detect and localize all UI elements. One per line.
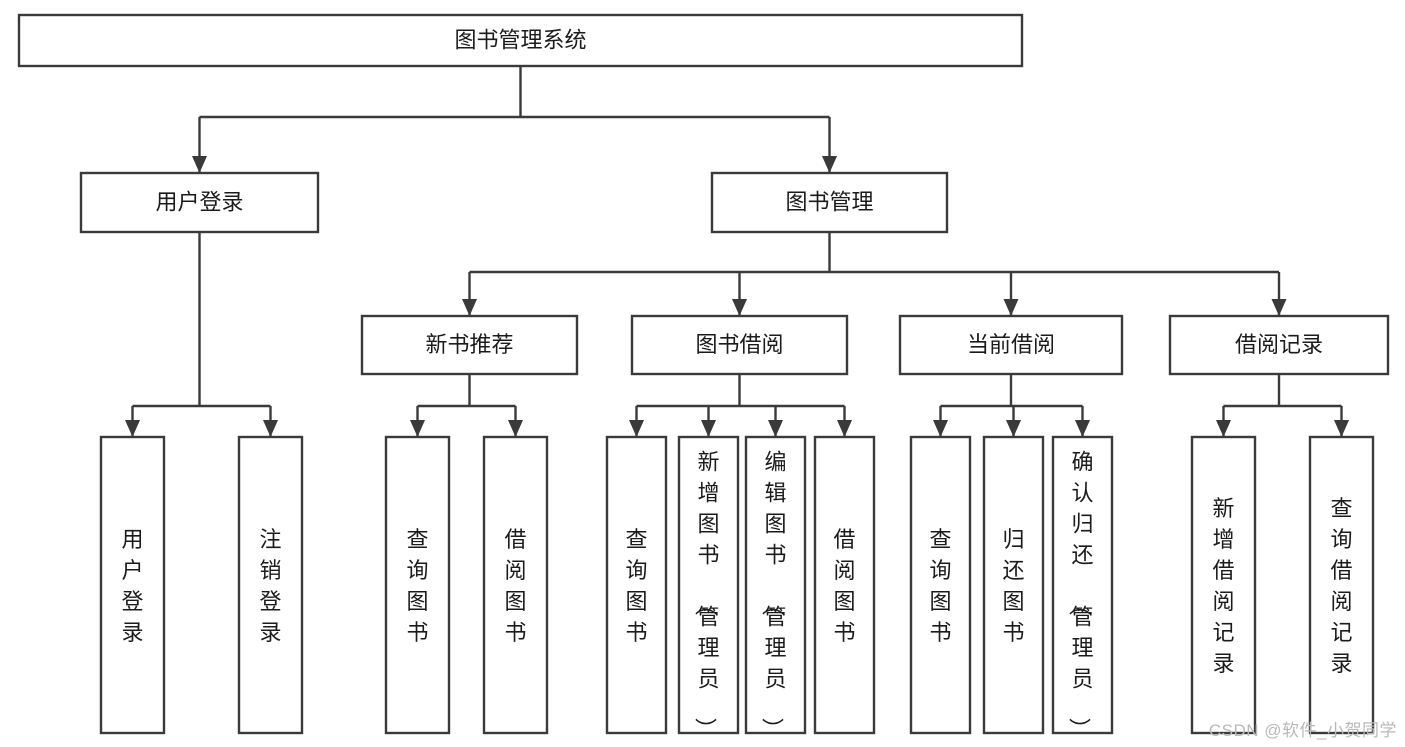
arrow-head — [263, 420, 278, 437]
arrow-head — [822, 156, 837, 173]
node-box[interactable] — [1308, 435, 1375, 735]
node-leaf-12[interactable]: 查询借阅记录 — [1308, 435, 1375, 735]
node-label: 图书管理系统 — [454, 27, 586, 52]
node-box[interactable] — [1051, 435, 1114, 735]
connector-layer — [125, 66, 1349, 437]
node-box[interactable] — [360, 314, 579, 376]
arrow-head — [462, 299, 477, 316]
arrow-head — [192, 156, 207, 173]
node-leaf-6[interactable]: 编辑图书（管理员） — [744, 435, 807, 740]
node-box[interactable] — [384, 435, 451, 735]
node-box[interactable] — [79, 171, 320, 234]
node-label: 图书管理 — [785, 189, 873, 214]
arrow-head — [701, 420, 716, 437]
node-label: 注销登录 — [259, 527, 281, 645]
node-leaf-11[interactable]: 新增借阅记录 — [1190, 435, 1257, 735]
node-box[interactable] — [17, 13, 1024, 68]
node-box[interactable] — [710, 171, 949, 234]
arrow-head — [1216, 420, 1231, 437]
node-label: 图书借阅 — [695, 332, 783, 357]
node-label: 查询图书 — [625, 527, 647, 645]
node-leaf-10[interactable]: 确认归还（管理员） — [1051, 435, 1114, 740]
node-label: 用户登录 — [155, 189, 243, 214]
node-l3-1[interactable]: 图书借阅 — [630, 314, 849, 376]
node-label: 编辑图书（管理员） — [759, 450, 786, 740]
node-leaf-7[interactable]: 借阅图书 — [813, 435, 876, 735]
node-box[interactable] — [482, 435, 549, 735]
node-l3-3[interactable]: 借阅记录 — [1168, 314, 1390, 376]
node-box[interactable] — [982, 435, 1045, 735]
node-root-0[interactable]: 图书管理系统 — [17, 13, 1024, 68]
arrow-head — [837, 420, 852, 437]
node-box[interactable] — [1168, 314, 1390, 376]
node-l2-1[interactable]: 图书管理 — [710, 171, 949, 234]
node-label: 借阅记录 — [1235, 332, 1323, 357]
arrow-head — [508, 420, 523, 437]
node-box[interactable] — [630, 314, 849, 376]
node-label: 用户登录 — [121, 527, 143, 645]
arrow-head — [1075, 420, 1090, 437]
node-leaf-1[interactable]: 注销登录 — [237, 435, 304, 735]
node-leaf-4[interactable]: 查询图书 — [605, 435, 668, 735]
node-label: 借阅图书 — [504, 527, 526, 645]
node-box[interactable] — [813, 435, 876, 735]
node-label: 归还图书 — [1002, 527, 1024, 645]
node-layer: 图书管理系统用户登录图书管理新书推荐图书借阅当前借阅借阅记录用户登录注销登录查询… — [17, 13, 1390, 740]
node-box[interactable] — [99, 435, 166, 735]
arrow-head — [1006, 420, 1021, 437]
node-label: 确认归还（管理员） — [1066, 450, 1093, 740]
arrow-head — [1003, 299, 1019, 316]
node-l3-2[interactable]: 当前借阅 — [898, 314, 1124, 376]
node-label: 查询借阅记录 — [1330, 496, 1352, 676]
node-label: 新增图书（管理员） — [692, 450, 719, 740]
node-label: 借阅图书 — [833, 527, 855, 645]
node-box[interactable] — [1190, 435, 1257, 735]
node-label: 新增借阅记录 — [1212, 496, 1234, 676]
node-label: 当前借阅 — [967, 332, 1055, 357]
node-label: 新书推荐 — [425, 332, 513, 357]
arrow-head — [732, 299, 747, 316]
node-box[interactable] — [237, 435, 304, 735]
csdn-watermark: CSDN @软件_小贺同学 — [1208, 721, 1397, 740]
node-leaf-9[interactable]: 归还图书 — [982, 435, 1045, 735]
arrow-head — [768, 420, 783, 437]
arrow-head — [933, 420, 948, 437]
node-box[interactable] — [898, 314, 1124, 376]
arrow-head — [1334, 420, 1349, 437]
node-l2-0[interactable]: 用户登录 — [79, 171, 320, 234]
node-box[interactable] — [677, 435, 740, 735]
node-label: 查询图书 — [406, 527, 428, 645]
node-box[interactable] — [744, 435, 807, 735]
node-box[interactable] — [605, 435, 668, 735]
node-leaf-0[interactable]: 用户登录 — [99, 435, 166, 735]
node-box[interactable] — [909, 435, 972, 735]
node-l3-0[interactable]: 新书推荐 — [360, 314, 579, 376]
arrow-head — [629, 420, 644, 437]
node-leaf-5[interactable]: 新增图书（管理员） — [677, 435, 740, 740]
node-leaf-2[interactable]: 查询图书 — [384, 435, 451, 735]
node-label: 查询图书 — [929, 527, 951, 645]
arrow-head — [125, 420, 140, 437]
node-leaf-8[interactable]: 查询图书 — [909, 435, 972, 735]
arrow-head — [1271, 299, 1287, 316]
arrow-head — [410, 420, 425, 437]
node-leaf-3[interactable]: 借阅图书 — [482, 435, 549, 735]
